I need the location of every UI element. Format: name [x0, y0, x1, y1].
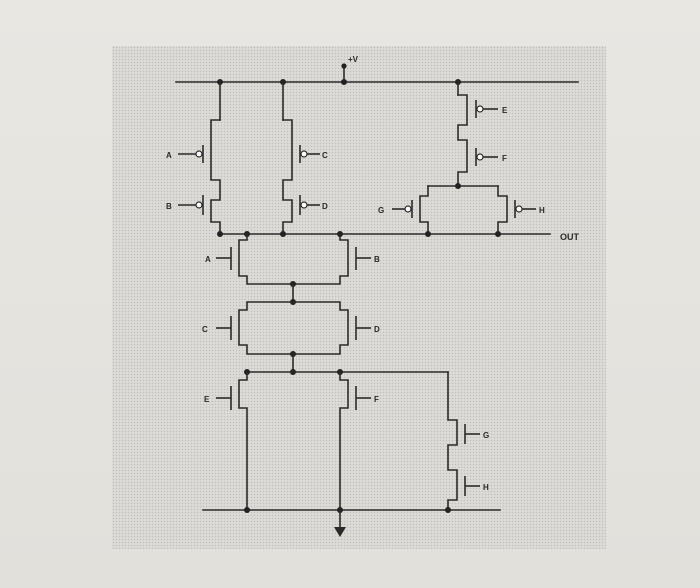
supply-label: +V — [348, 55, 359, 64]
gate-label-nmos-b: B — [374, 255, 380, 264]
gate-label-nmos-h: H — [483, 483, 489, 492]
pmos-series-e-f — [457, 81, 498, 187]
ground-arrow-icon — [334, 527, 346, 537]
gate-label-nmos-f: F — [374, 395, 379, 404]
output-label: OUT — [560, 232, 580, 242]
gate-label-pmos-d: D — [322, 202, 328, 211]
gate-label-pmos-h: H — [539, 206, 545, 215]
gate-label-pmos-f: F — [502, 154, 507, 163]
paper-sheet — [112, 46, 606, 549]
gate-label-pmos-a: A — [166, 151, 172, 160]
gate-label-nmos-d: D — [374, 325, 380, 334]
ground-rail — [202, 507, 501, 537]
pmos-series-a-b — [178, 81, 221, 235]
nmos-parallel-a-b — [216, 233, 371, 305]
supply-rail — [175, 63, 579, 85]
pmos-parallel-g-h — [392, 183, 536, 235]
gate-label-pmos-e: E — [502, 106, 508, 115]
pmos-series-c-d — [282, 81, 320, 235]
gate-label-pmos-b: B — [166, 202, 172, 211]
output-node — [217, 231, 551, 237]
gate-label-nmos-a: A — [205, 255, 211, 264]
gate-label-pmos-g: G — [378, 206, 384, 215]
nmos-parallel-e-f-gh — [216, 369, 480, 511]
gate-label-pmos-c: C — [322, 151, 328, 160]
nmos-parallel-c-d — [216, 301, 371, 375]
gate-label-nmos-e: E — [204, 395, 210, 404]
gate-label-nmos-g: G — [483, 431, 489, 440]
gate-label-nmos-c: C — [202, 325, 208, 334]
